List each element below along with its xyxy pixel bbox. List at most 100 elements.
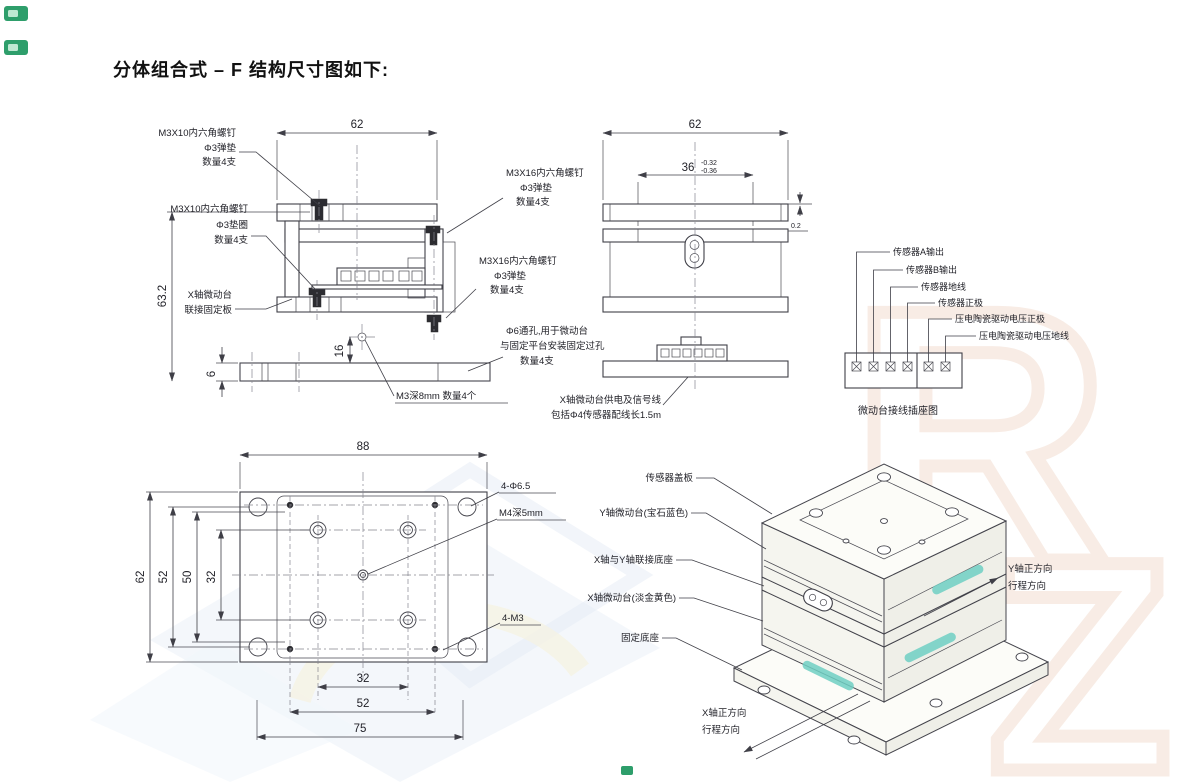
front-dim-width: 62 (351, 119, 364, 131)
side-top-plate (602, 203, 789, 222)
plate-label-m4: M4深5mm (367, 508, 566, 575)
side-tol-lower: -0.36 (701, 168, 717, 175)
connector-caption: 微动台接线插座图 (858, 404, 938, 417)
iso-flange-hole (1015, 652, 1029, 662)
front-label-cable: X轴微动台供电及信号线 包括Φ4传感器配线长1.5m (551, 366, 698, 421)
label-line: 4-M3 (502, 613, 524, 624)
side-connector-tab (680, 336, 702, 346)
label-line: 数量4支 (202, 156, 236, 168)
corner-hole (457, 497, 477, 517)
front-dim-height: 63.2 (157, 285, 169, 307)
corner-hole (248, 637, 268, 657)
label-line: 行程方向 (702, 724, 740, 736)
iso-cover-seam (799, 479, 969, 560)
plate-dim-52: 52 (158, 571, 170, 584)
label-line: 固定底座 (621, 632, 660, 644)
plate-dim-75: 75 (354, 723, 367, 735)
side-dim-tongue: 36 (682, 162, 695, 174)
plate-label-m3: 4-M3 (442, 613, 541, 651)
front-view: 62 (157, 119, 698, 421)
front-base-plate (239, 362, 491, 382)
label-line: M3深8mm 数量4个 (396, 390, 477, 402)
iso-label-x-stage: X轴微动台(淡金黄色) (587, 592, 764, 622)
pin-label: 压电陶瓷驱动电压地线 (979, 330, 1069, 341)
plate-dim-62: 62 (135, 571, 147, 584)
label-line: Φ3弹垫 (520, 182, 552, 194)
label-line: 4-Φ6.5 (501, 481, 530, 492)
label-line: X轴微动台 (188, 289, 232, 301)
label-line: 联接固定板 (184, 304, 232, 316)
iso-flange-hole (929, 698, 943, 708)
plate-dim-50: 50 (182, 571, 194, 584)
front-label-x-stage: X轴微动台 联接固定板 (184, 289, 293, 316)
green-badge-inner (8, 10, 18, 17)
label-line: M3X10内六角螺钉 (170, 203, 248, 215)
pin-label: 压电陶瓷驱动电压正极 (955, 313, 1045, 324)
label-line: 数量4支 (490, 284, 524, 296)
label-line: M4深5mm (499, 508, 543, 519)
iso-label-fixed-base: 固定底座 (621, 632, 743, 671)
iso-view: 传感器盖板 Y轴微动台(宝石蓝色) X轴与Y轴联接底座 X轴微动台(淡金黄色) … (587, 463, 1052, 760)
label-line: 行程方向 (1008, 580, 1046, 592)
iso-flange-hole (847, 735, 861, 745)
label-line: X轴与Y轴联接底座 (594, 554, 674, 566)
teal-highlight (904, 632, 956, 663)
iso-label-sensor-cover: 传感器盖板 (645, 472, 773, 515)
front-label-screw-top-right: M3X16内六角螺钉 Φ3弹垫 数量4支 (446, 167, 584, 234)
front-label-m3-depth: M3深8mm 数量4个 (364, 339, 508, 404)
watermark-diamond-2 (90, 640, 360, 782)
label-line: X轴正方向 (702, 707, 746, 719)
front-screw-right-top (425, 225, 441, 234)
label-line: Φ3垫圈 (216, 219, 248, 231)
label-line: Y轴正方向 (1008, 563, 1052, 575)
iso-flange-hole (757, 685, 771, 695)
label-line: Φ6通孔,用于微动台 (506, 325, 588, 337)
front-label-screw-top-left: M3X10内六角螺钉 Φ3弹垫 数量4支 (158, 127, 321, 207)
label-line: 数量4支 (516, 196, 550, 208)
pin-label: 传感器正极 (938, 297, 983, 308)
front-second-plate (284, 228, 444, 243)
plate-dim-32h: 32 (357, 673, 370, 685)
label-line: M3X16内六角螺钉 (506, 167, 584, 179)
teal-highlight (802, 660, 854, 691)
label-line: Y轴微动台(宝石蓝色) (599, 507, 688, 519)
pin-label: 传感器地线 (921, 281, 966, 292)
front-label-through-hole: Φ6通孔,用于微动台 与固定平台安装固定过孔 数量4支 (467, 325, 605, 372)
label-line: M3X16内六角螺钉 (479, 255, 557, 267)
plate-label-corner-holes: 4-Φ6.5 (470, 481, 556, 507)
label-line: 包括Φ4传感器配线长1.5m (551, 409, 661, 421)
front-label-screw-mid-right: M3X16内六角螺钉 Φ3弹垫 数量4支 (445, 255, 557, 319)
teal-highlight (932, 564, 984, 595)
label-line: M3X10内六角螺钉 (158, 127, 236, 139)
iso-label-y-stage: Y轴微动台(宝石蓝色) (599, 507, 767, 550)
label-line: 数量4支 (214, 234, 248, 246)
plate-dim-52h: 52 (357, 698, 370, 710)
side-bottom-plate (602, 360, 789, 378)
watermark-letter-z: Z (988, 498, 1171, 782)
side-mid-plate (602, 296, 789, 313)
pin-label: 传感器B输出 (906, 264, 957, 275)
page-badges (4, 6, 633, 775)
label-line: 传感器盖板 (645, 472, 693, 484)
connector-diagram: 传感器A输出 传感器B输出 传感器地线 传感器正极 压电陶瓷驱动电压正极 压电陶… (844, 246, 1069, 417)
side-oval-connector (684, 234, 705, 269)
label-line: X轴微动台(淡金黄色) (587, 592, 676, 604)
iso-y-direction: Y轴正方向 行程方向 (923, 563, 1052, 617)
front-dim-hole-height: 16 (334, 345, 346, 358)
iso-base-front-right (885, 661, 1049, 756)
label-line: Φ3弹垫 (494, 270, 526, 282)
side-tol-upper: -0.32 (701, 160, 717, 167)
front-dim-base: 6 (206, 371, 218, 377)
side-connector-strip (656, 344, 728, 362)
page-title: 分体组合式 – F 结构尺寸图如下: (113, 60, 390, 80)
label-line: 与固定平台安装固定过孔 (500, 340, 605, 352)
iso-label-connect-base: X轴与Y轴联接底座 (594, 554, 765, 587)
label-line: Φ3弹垫 (204, 142, 236, 154)
plate-top-view: 88 62 52 50 32 32 52 (135, 441, 566, 740)
green-dot-icon (621, 766, 633, 775)
side-view: 62 36 -0.32 -0.36 0.2 (602, 119, 812, 390)
front-thin-plate (311, 284, 443, 290)
connector-pins (851, 361, 951, 372)
